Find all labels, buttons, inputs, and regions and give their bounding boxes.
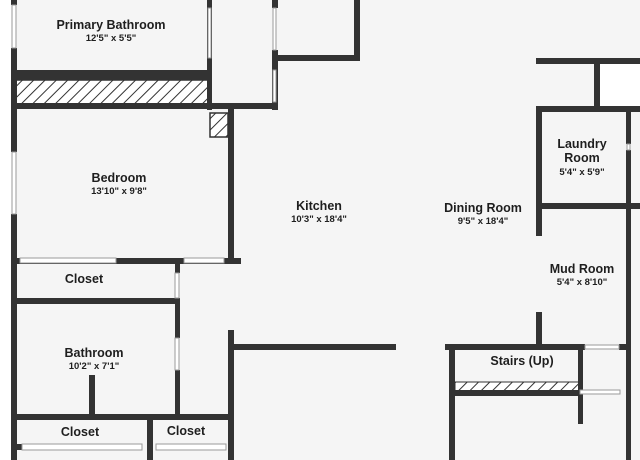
room-dimensions: 10'2" x 7'1": [68, 361, 120, 373]
window: [174, 337, 180, 371]
wall-segment: [626, 206, 631, 460]
wall-segment: [455, 390, 580, 396]
wall-segment: [626, 108, 631, 144]
wall-segment: [228, 344, 396, 350]
wall-segment: [175, 298, 180, 338]
window: [272, 69, 277, 103]
window: [11, 4, 17, 49]
wall-segment: [147, 418, 153, 460]
window: [626, 143, 631, 151]
wall-segment: [536, 106, 542, 236]
room-name: Dining Room: [444, 201, 522, 215]
wall-segment: [11, 214, 17, 460]
room-label-closet-left: Closet: [61, 425, 99, 439]
room-dimensions: 5'4" x 5'9": [559, 166, 605, 178]
room-dimensions: 5'4" x 8'10": [556, 277, 608, 289]
room-name: Laundry Room: [557, 137, 607, 166]
wall-segment: [175, 263, 180, 273]
wall-segment: [594, 58, 600, 108]
window: [11, 151, 17, 215]
wall-segment: [354, 0, 360, 61]
room-label-primary-bathroom: Primary Bathroom 12'5" x 5'5": [56, 18, 165, 45]
wall-segment: [11, 0, 17, 5]
window: [579, 389, 621, 395]
wall-segment: [578, 344, 583, 424]
hatched-column: [209, 112, 229, 138]
wall-segment: [626, 150, 631, 206]
wall-segment: [272, 0, 278, 8]
wall-segment: [89, 375, 95, 417]
wall-segment: [16, 444, 24, 450]
room-label-stairs: Stairs (Up): [490, 354, 553, 368]
room-name: Mud Room: [549, 262, 615, 276]
wall-segment: [16, 298, 179, 304]
room-dimensions: 12'5" x 5'5": [85, 33, 137, 45]
wall-segment: [228, 109, 234, 261]
room-name: Kitchen: [296, 199, 342, 213]
wall-segment: [536, 106, 640, 112]
window: [174, 272, 180, 299]
wall-segment: [445, 344, 585, 350]
room-name: Primary Bathroom: [56, 18, 166, 32]
room-dimensions: 9'5" x 18'4": [457, 216, 509, 228]
room-label-bedroom: Bedroom 13'10" x 9'8": [91, 171, 147, 198]
room-label-dining-room: Dining Room 9'5" x 18'4": [444, 201, 522, 228]
wall-segment: [619, 344, 631, 350]
room-label-bathroom: Bathroom 10'2" x 7'1": [64, 346, 123, 373]
wall-segment: [16, 70, 208, 80]
room-name: Closet: [166, 424, 206, 438]
wall-segment: [16, 103, 276, 109]
room-label-closet-right: Closet: [167, 424, 205, 438]
wall-segment: [449, 344, 455, 460]
windows: [11, 4, 631, 451]
room-dimensions: 13'10" x 9'8": [91, 186, 147, 198]
wall-segment: [228, 418, 234, 460]
window: [207, 7, 212, 59]
room-name: Bedroom: [91, 171, 147, 185]
room-name: Stairs (Up): [490, 354, 554, 368]
wall-segment: [228, 330, 234, 422]
window: [19, 257, 117, 264]
room-label-closet-bedroom: Closet: [65, 272, 103, 286]
wall-segment: [536, 312, 542, 346]
room-name: Bathroom: [64, 346, 124, 360]
wall-segment: [536, 58, 640, 64]
wall-segment: [276, 55, 356, 61]
window: [21, 443, 143, 451]
window: [272, 7, 277, 51]
wall-segment: [175, 370, 180, 420]
hatched-wall-segment: [15, 79, 209, 105]
wall-segment: [536, 203, 640, 209]
window: [584, 344, 620, 350]
room-label-mud-room: Mud Room 5'4" x 8'10": [550, 262, 615, 289]
room-dimensions: 10'3" x 18'4": [291, 214, 347, 226]
wall-segment: [16, 258, 241, 264]
wall-segment: [16, 414, 234, 420]
exterior-notch: [597, 62, 640, 108]
room-name: Closet: [64, 272, 104, 286]
room-label-kitchen: Kitchen 10'3" x 18'4": [291, 199, 347, 226]
window: [183, 257, 225, 264]
room-label-laundry-room: Laundry Room 5'4" x 5'9": [550, 137, 614, 179]
stairs-tread: [454, 381, 580, 392]
window: [155, 443, 227, 451]
room-name: Closet: [60, 425, 100, 439]
wall-segment: [11, 48, 17, 152]
